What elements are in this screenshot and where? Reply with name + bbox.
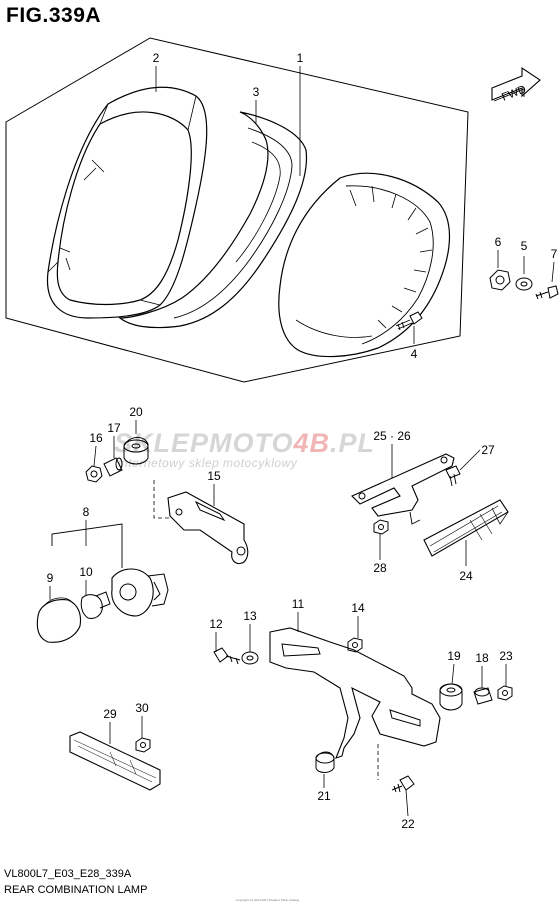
grommet-19: [439, 683, 463, 711]
copyright-note: Copyright (c) 2014-2017 Dealer's Parts C…: [236, 898, 300, 902]
screw-7: [535, 285, 559, 300]
assembly-boundary: [5, 37, 469, 383]
bracket-11: [269, 627, 441, 759]
callout-30: 30: [135, 701, 149, 715]
bolt-12: [213, 647, 241, 665]
callout-2: 2: [153, 51, 160, 65]
socket-8: [111, 568, 169, 617]
callout-16: 16: [89, 431, 103, 445]
callout-18: 18: [475, 651, 489, 665]
figure-model-code: VL800L7_E03_E28_339A: [4, 868, 132, 880]
callout-21: 21: [317, 789, 331, 803]
grommet-20: [123, 437, 149, 465]
callout-3: 3: [253, 85, 260, 99]
reflector-24: [423, 499, 509, 557]
nut-30: [135, 737, 151, 753]
figure-title: FIG.339A: [6, 4, 102, 27]
callout-22: 22: [401, 817, 415, 831]
callout-25-26: 25 · 26: [373, 429, 411, 443]
leader-dash-15: [153, 480, 170, 519]
callout-20: 20: [129, 405, 143, 419]
nut-14: [347, 637, 363, 653]
callout-28: 28: [373, 561, 387, 575]
callout-6: 6: [495, 235, 502, 249]
bracket-15: [167, 491, 249, 565]
fwd-label: FWD: [500, 83, 528, 104]
spacer-18: [473, 687, 493, 705]
grommet-21: [315, 751, 335, 773]
callout-17: 17: [107, 421, 121, 435]
spacer-17: [103, 457, 123, 477]
nut-6: [489, 269, 511, 291]
watermark-accent: 4B: [293, 428, 331, 458]
callout-1: 1: [297, 51, 304, 65]
callout-27: 27: [481, 443, 495, 457]
bracket-25-26: [351, 453, 455, 525]
callout-15: 15: [207, 469, 221, 483]
callout-23: 23: [499, 649, 513, 663]
nut-23: [497, 685, 513, 701]
callout-14: 14: [351, 601, 365, 615]
callout-13: 13: [243, 609, 257, 623]
watermark-tagline: internetowy sklep motocyklowy: [118, 456, 298, 470]
watermark-tld: .PL: [330, 428, 376, 458]
lamp-lens: [46, 86, 208, 319]
callout-24: 24: [459, 569, 473, 583]
screw-4: [395, 311, 423, 331]
lamp-lens-9: [36, 597, 82, 643]
callout-7: 7: [551, 247, 558, 261]
callout-12: 12: [209, 617, 223, 631]
callout-10: 10: [79, 565, 93, 579]
figure-name: REAR COMBINATION LAMP: [4, 884, 148, 896]
callout-29: 29: [103, 707, 117, 721]
bolt-27: [445, 465, 461, 487]
nut-16: [85, 465, 103, 483]
washer-5: [515, 277, 533, 291]
reflector-29: [69, 731, 161, 791]
lamp-gasket: [118, 111, 308, 329]
watermark-brand: SKLEPMOTO: [114, 428, 294, 458]
bulb-10: [80, 591, 111, 619]
callout-8: 8: [83, 505, 90, 519]
callout-11: 11: [292, 597, 305, 611]
lamp-housing: [278, 172, 451, 358]
watermark-logo: SKLEPMOTO4B.PL: [114, 428, 375, 459]
lamp-group-8-9-10: [51, 523, 123, 568]
washer-13: [241, 651, 259, 665]
nut-28: [373, 519, 389, 535]
callout-5: 5: [521, 239, 528, 253]
callout-19: 19: [447, 649, 461, 663]
leader-lines: [49, 66, 555, 817]
callout-9: 9: [47, 571, 54, 585]
bolt-22: [391, 775, 415, 793]
fwd-arrow-icon: [491, 66, 541, 102]
callout-4: 4: [411, 347, 418, 361]
